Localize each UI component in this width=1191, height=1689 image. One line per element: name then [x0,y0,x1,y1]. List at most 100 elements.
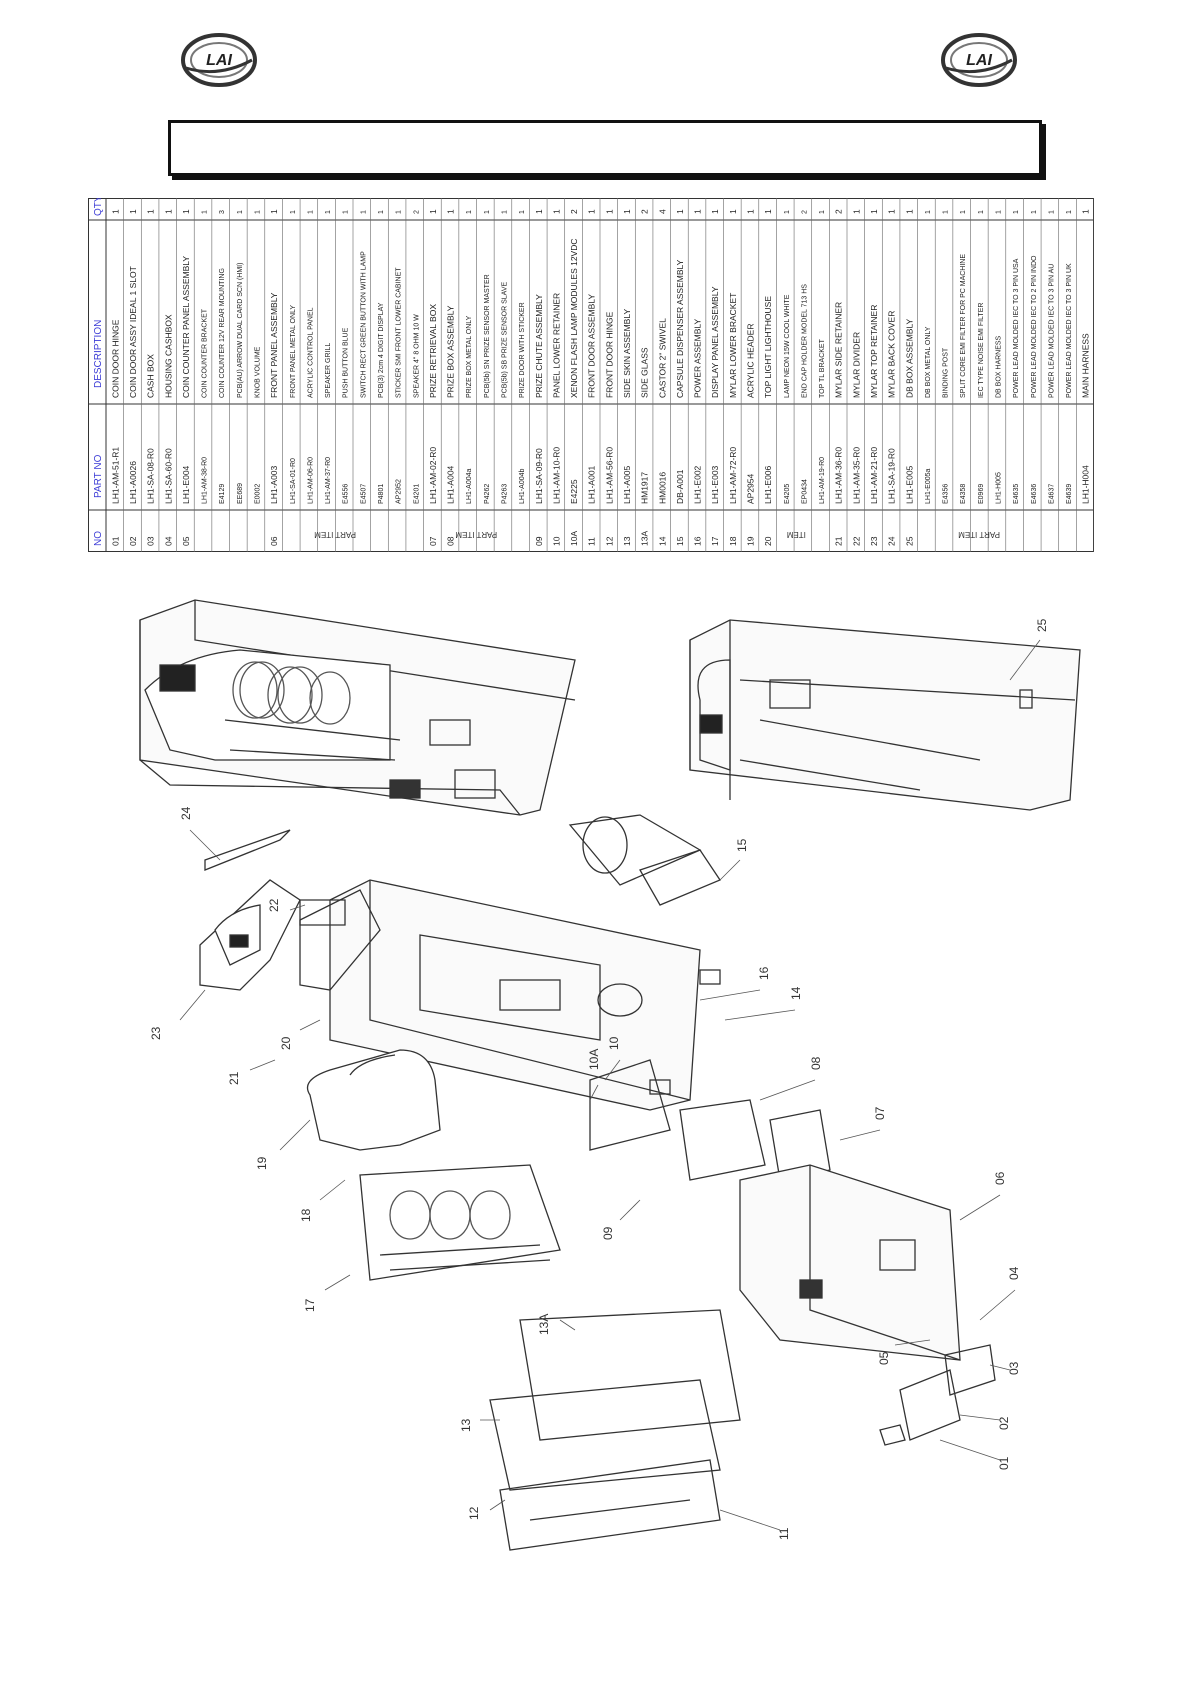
table-cell-qty: 1 [960,210,967,214]
assembled-machine-front [139,599,576,816]
table-cell-part: LH1-A004a [466,468,473,504]
table-cell-qty: 2 [834,209,844,214]
table-cell-qty: 1 [360,210,367,214]
table-cell-desc: PCB(AU) ARROW DUAL CARD SCN (HMI) [237,263,244,398]
callout-17: 17 [303,1298,317,1312]
table-cell-part: E4635 [1013,484,1020,504]
table-cell-part: LH1-E002 [693,465,703,504]
callout-02: 02 [997,1416,1011,1430]
table-cell-desc: PRIZE BOX ASSEMBLY [446,305,456,398]
table-cell-part: LH1-E005a [925,468,932,504]
table-cell-desc: HOUSING CASHBOX [163,314,173,398]
table-cell-desc: SWITCH RECT GREEN BUTTON WITH LAMP [360,251,367,398]
table-cell-desc: MYLAR SIDE RETAINER [834,302,844,398]
table-cell-no: 13A [640,531,650,546]
callout-03: 03 [1007,1361,1021,1375]
table-cell-qty: 1 [943,210,950,214]
table-cell-desc: PRIZE DOOR WITH STICKER [519,302,526,398]
table-cell-no: 03 [146,536,156,546]
table-cell-desc: COIN DOOR ASSY IDEAL 1 SLOT [128,266,138,398]
table-cell-part: LH1-AM-38-R0 [202,457,209,504]
assembled-machine-rear [689,619,1081,811]
table-cell-qty: 1 [237,210,244,214]
table-cell-desc: POWER LEAD MOLDED IEC TO 3 PIN USA [1013,258,1020,398]
table-cell-qty: 1 [851,209,861,214]
table-cell-part: LH1-AM-02-R0 [428,447,438,504]
table-cell-qty: 1 [728,209,738,214]
table-cell-desc: SPEAKER 4" 8 OHM 10 W [413,314,420,398]
table-cell-qty: 2 [413,210,420,214]
exploded-view-drawing: 25 24 23 22 21 20 19 18 17 15 16 14 10 1… [0,560,1191,1684]
table-cell-desc: TOP LIGHT LIGHTHOUSE [763,296,773,398]
table-cell-part: E4201 [413,484,420,504]
table-cell-part: LH1-A0026 [128,461,138,504]
table-cell-desc: LAMP NEON 15W COOL WHITE [784,294,791,398]
table-cell-qty: 1 [163,209,173,214]
table-cell-no: 23 [869,536,879,546]
table-cell-qty: 1 [325,210,332,214]
table-cell-part: LH1-AM-72-R0 [728,447,738,504]
table-cell-part: E4129 [219,484,226,504]
table-cell-desc: ACRYLIC HEADER [745,324,755,398]
table-cell-qty: 1 [128,209,138,214]
side-skin-and-door [489,1309,741,1551]
table-cell-desc: MYLAR TOP RETAINER [869,305,879,398]
table-cell-qty: 1 [551,209,561,214]
table-cell-part: E4507 [360,484,367,504]
table-group-label: ITEM [786,530,805,539]
table-cell-desc: POWER LEAD MOLDED IEC TO 3 PIN AU [1048,264,1055,398]
table-cell-qty: 1 [693,209,703,214]
table-cell-desc: FRONT DOOR ASSEMBLY [587,294,597,398]
callout-09: 09 [601,1226,615,1240]
callout-22: 22 [267,898,281,912]
table-cell-desc: MYLAR LOWER BRACKET [728,293,738,398]
capsule-dispenser [568,814,721,906]
table-cell-desc: PRIZE RETRIEVAL BOX [428,304,438,398]
table-cell-no: 02 [128,536,138,546]
table-cell-part: E0002 [254,484,261,504]
table-cell-part: E4358 [960,484,967,504]
callout-04: 04 [1007,1266,1021,1280]
table-cell-qty: 1 [925,210,932,214]
table-cell-part: LH1-AM-19-R0 [819,457,826,504]
table-cell-no: 06 [269,536,279,546]
table-cell-no: 11 [587,537,597,546]
table-cell-qty: 1 [181,209,191,214]
table-cell-part: E0969 [978,484,985,504]
callout-10: 10 [607,1036,621,1050]
table-cell-part: HM0016 [657,472,667,504]
table-cell-qty: 1 [763,209,773,214]
table-header-description: DESCRIPTION [93,320,104,388]
table-cell-part: LH1-AM-56-R0 [604,447,614,504]
table-cell-part: LH1-AM-21-R0 [869,447,879,504]
table-cell-qty: 1 [428,209,438,214]
table-cell-desc: SPEAKER GRILL [325,343,332,398]
prize-box-assembly [589,1059,831,1181]
table-cell-qty: 1 [622,209,632,214]
table-cell-qty: 1 [534,209,544,214]
table-cell-desc: DB BOX HARNESS [995,335,1002,398]
coin-door-assembly [879,1344,996,1446]
table-cell-qty: 1 [1031,210,1038,214]
front-panel-assembly [739,1164,961,1361]
table-cell-qty: 1 [745,209,755,214]
callout-07: 07 [873,1106,887,1120]
table-cell-part: LH1-A001 [587,465,597,504]
table-cell-no: 16 [693,536,703,546]
castors [649,969,721,1095]
table-cell-no: 01 [110,536,120,546]
acrylic-header [306,1049,441,1151]
table-header-part-no: PART NO [93,454,104,498]
table-cell-qty: 1 [710,209,720,214]
table-cell-no: 14 [657,536,667,546]
table-cell-part: LH1-AM-51-R1 [110,447,120,504]
table-cell-qty: 4 [657,209,667,214]
table-cell-part: AP2952 [396,479,403,504]
title-box [168,120,1042,176]
table-cell-desc: CAPSULE DISPENSER ASSEMBLY [675,259,685,398]
table-cell-part: DB-A001 [675,469,685,504]
table-group-label: PART ITEM [455,530,497,539]
table-cell-desc: FRONT DOOR HINGE [604,311,614,398]
table-cell-qty: 1 [519,210,526,214]
